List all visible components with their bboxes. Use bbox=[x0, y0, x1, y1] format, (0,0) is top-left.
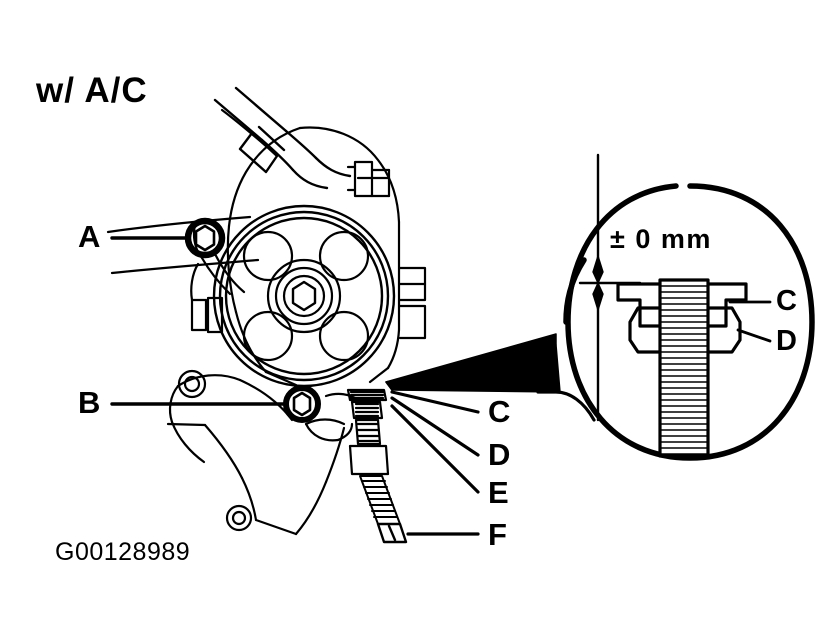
adjuster-stud-e bbox=[354, 418, 382, 446]
adjuster-swing-arm bbox=[168, 369, 294, 464]
adjuster-nut-d bbox=[350, 400, 384, 420]
figure-title: w/ A/C bbox=[36, 71, 148, 110]
leader-c bbox=[390, 390, 480, 414]
callout-label-d: D bbox=[488, 437, 511, 472]
pulley-lightening-holes bbox=[242, 230, 370, 362]
pulley-center-nut bbox=[291, 280, 317, 312]
reservoir-port-lower bbox=[398, 266, 427, 340]
callout-label-e: E bbox=[488, 475, 509, 510]
inlet-hose bbox=[213, 86, 352, 190]
detail-nut-d bbox=[628, 306, 742, 354]
detail-dimension-label: ± 0 mm bbox=[610, 224, 712, 254]
adjuster-threaded-rod bbox=[359, 475, 401, 525]
detail-circle-outline bbox=[563, 183, 815, 461]
pump-housing bbox=[226, 126, 401, 387]
figure-id: G00128989 bbox=[55, 538, 191, 566]
detail-wedge-pointer bbox=[385, 333, 596, 422]
adjuster-bolt-head-f bbox=[376, 522, 408, 544]
adjuster-barrel bbox=[348, 444, 390, 476]
bolt-b-head bbox=[283, 385, 321, 423]
detail-label-d: D bbox=[776, 325, 797, 357]
pulley-hub bbox=[266, 258, 342, 334]
reservoir-port-upper bbox=[346, 160, 391, 198]
callout-label-c: C bbox=[488, 394, 511, 429]
adjuster-flange-c bbox=[346, 388, 388, 402]
detail-dimension bbox=[578, 153, 642, 422]
hose-clamp bbox=[238, 125, 286, 174]
callout-label-b: B bbox=[78, 385, 101, 420]
pump-pulley bbox=[212, 204, 396, 388]
detail-threaded-stud bbox=[658, 278, 710, 458]
leader-d bbox=[390, 396, 480, 457]
lower-bracket-plate bbox=[166, 422, 346, 536]
detail-leader-d bbox=[736, 328, 772, 343]
leader-e bbox=[390, 404, 480, 494]
callout-label-a: A bbox=[78, 219, 101, 254]
callout-label-f: F bbox=[488, 517, 507, 552]
detail-label-c: C bbox=[776, 285, 797, 317]
